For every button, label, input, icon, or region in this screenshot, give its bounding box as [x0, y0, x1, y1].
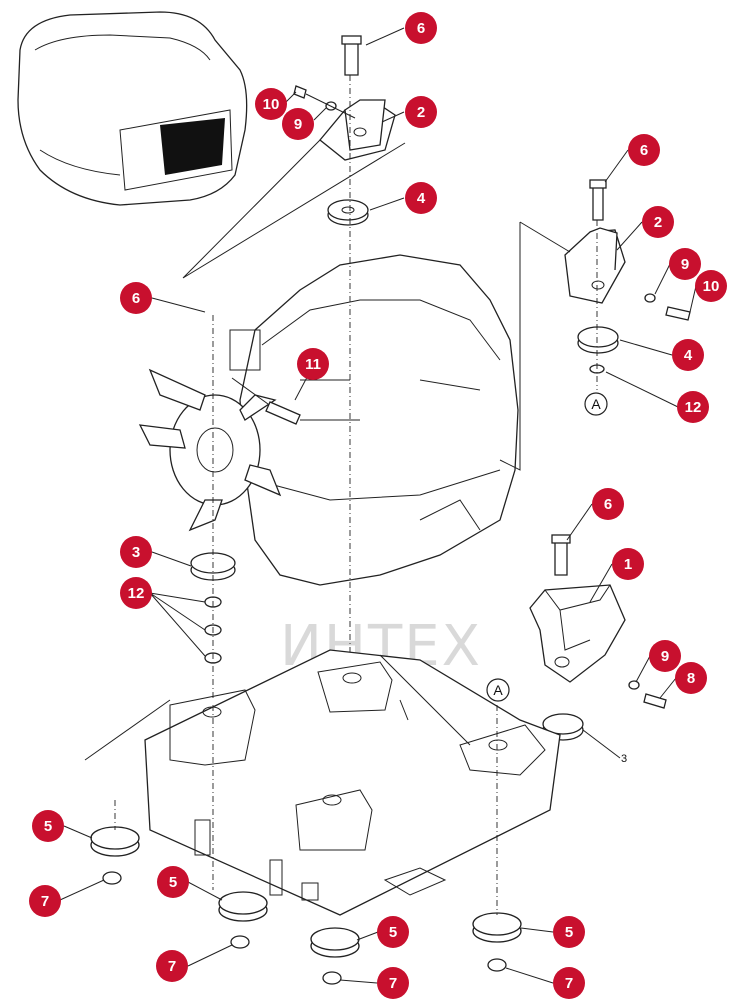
rubber-mount-left — [190, 552, 236, 664]
svg-text:5: 5 — [44, 818, 52, 835]
callout-4-top: 4 — [405, 182, 437, 214]
svg-text:7: 7 — [565, 975, 573, 992]
callout-3: 3 — [120, 536, 152, 568]
label-3-plain: 3 — [621, 753, 627, 765]
svg-text:12: 12 — [685, 399, 702, 416]
rubber-mount-top — [327, 199, 369, 226]
callout-5-c: 5 — [377, 916, 409, 948]
callout-2-top: 2 — [405, 96, 437, 128]
svg-text:8: 8 — [687, 670, 695, 687]
callout-5-d: 5 — [553, 916, 585, 948]
callout-6-right: 6 — [628, 134, 660, 166]
callout-5-b: 5 — [157, 866, 189, 898]
callout-9-right: 9 — [669, 248, 701, 280]
svg-text:6: 6 — [417, 20, 425, 37]
callout-9-front: 9 — [649, 640, 681, 672]
callout-7-b: 7 — [156, 950, 188, 982]
svg-text:9: 9 — [294, 116, 302, 133]
cooling-fan — [138, 368, 282, 532]
svg-text:10: 10 — [263, 96, 280, 113]
callout-11: 11 — [297, 348, 329, 380]
svg-text:5: 5 — [169, 874, 177, 891]
svg-text:7: 7 — [168, 958, 176, 975]
svg-text:11: 11 — [305, 356, 321, 373]
svg-text:6: 6 — [640, 142, 648, 159]
svg-text:3: 3 — [132, 544, 140, 561]
svg-text:2: 2 — [417, 104, 425, 121]
callout-6-top: 6 — [405, 12, 437, 44]
svg-text:4: 4 — [417, 190, 426, 207]
callout-1: 1 — [612, 548, 644, 580]
svg-text:10: 10 — [703, 278, 720, 295]
svg-text:12: 12 — [128, 585, 145, 602]
callout-6-left: 6 — [120, 282, 152, 314]
engine-block — [229, 254, 519, 586]
svg-text:9: 9 — [681, 256, 689, 273]
callout-12-left: 12 — [120, 577, 152, 609]
svg-text:6: 6 — [132, 290, 140, 307]
svg-text:1: 1 — [624, 556, 632, 573]
callout-12-right: 12 — [677, 391, 709, 423]
svg-text:7: 7 — [389, 975, 397, 992]
bracket-right — [564, 179, 691, 374]
callout-10-top: 10 — [255, 88, 287, 120]
bracket-top — [293, 35, 396, 161]
callout-9-top: 9 — [282, 108, 314, 140]
callout-6-front: 6 — [592, 488, 624, 520]
reference-a-frame: A — [486, 678, 510, 702]
bracket-front — [529, 534, 667, 741]
mounting-frame — [84, 649, 561, 916]
svg-text:A: A — [493, 682, 503, 698]
svg-text:5: 5 — [389, 924, 397, 941]
leader-lines — [59, 27, 697, 984]
svg-text:2: 2 — [654, 214, 662, 231]
callout-10-right: 10 — [695, 270, 727, 302]
callout-7-a: 7 — [29, 885, 61, 917]
reference-a-top: A — [584, 392, 608, 416]
callout-8: 8 — [675, 662, 707, 694]
svg-text:4: 4 — [684, 347, 693, 364]
svg-text:6: 6 — [604, 496, 612, 513]
svg-text:A: A — [591, 396, 601, 412]
temperature-sensor — [231, 377, 301, 425]
callout-7-c: 7 — [377, 967, 409, 999]
callout-2-right: 2 — [642, 206, 674, 238]
callout-5-a: 5 — [32, 810, 64, 842]
svg-text:5: 5 — [565, 924, 573, 941]
svg-text:9: 9 — [661, 648, 669, 665]
machine-thumbnail — [17, 11, 248, 206]
callout-4-right: 4 — [672, 339, 704, 371]
svg-text:7: 7 — [41, 893, 49, 910]
bottom-mounts — [90, 826, 522, 985]
callout-7-d: 7 — [553, 967, 585, 999]
